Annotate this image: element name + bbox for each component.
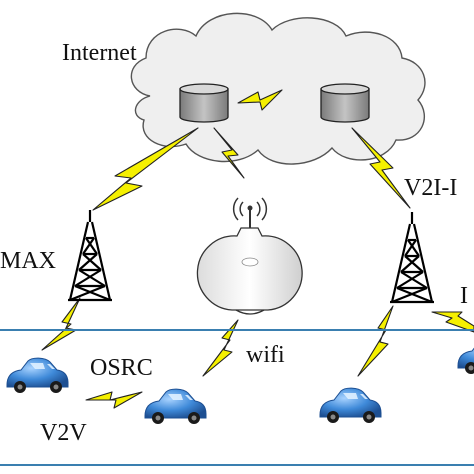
car-icon <box>144 388 207 425</box>
lightning-link-icon <box>237 89 283 111</box>
car-icon <box>319 387 382 424</box>
car-icon <box>457 338 474 375</box>
cell-tower-icon <box>66 208 114 302</box>
lightning-link-icon <box>202 319 239 377</box>
server-icon <box>179 83 229 123</box>
car-icon <box>6 357 69 394</box>
lightning-link-icon <box>431 311 474 333</box>
lightning-link-icon <box>85 391 143 409</box>
label-v2v: V2V <box>40 420 87 446</box>
label-internet: Internet <box>62 40 137 66</box>
label-wifi: wifi <box>246 342 285 368</box>
label-wimax: MAX <box>0 248 56 274</box>
lightning-link-icon <box>92 127 199 211</box>
lightning-link-icon <box>351 127 411 209</box>
cloud-icon <box>130 12 426 165</box>
lightning-link-icon <box>41 297 81 351</box>
server-icon <box>320 83 370 123</box>
cell-tower-icon <box>388 210 436 304</box>
label-right-edge: I <box>460 283 468 309</box>
lightning-link-icon <box>357 305 394 377</box>
lightning-link-icon <box>213 127 245 179</box>
wifi-access-point-icon <box>196 197 303 315</box>
label-osrc: OSRC <box>90 355 153 381</box>
label-v2i: V2I-I <box>404 175 457 201</box>
